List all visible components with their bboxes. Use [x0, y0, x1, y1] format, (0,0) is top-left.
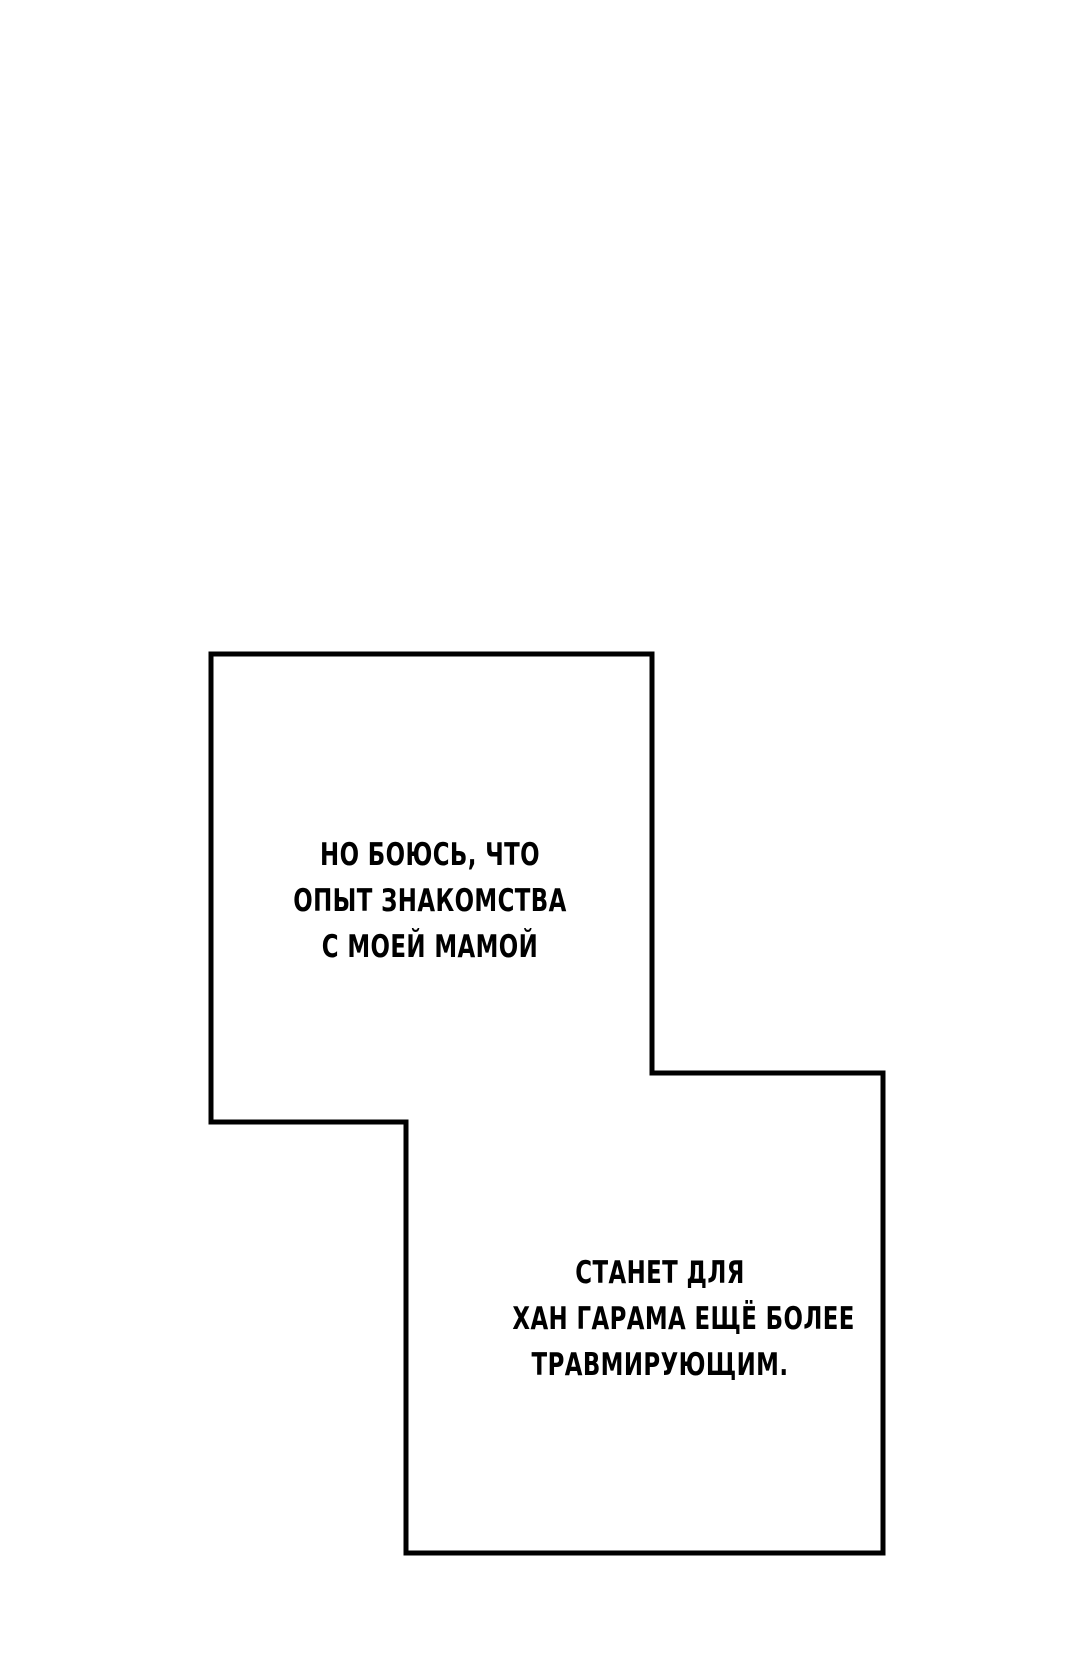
caption-line: ОПЫТ ЗНАКОМСТВА	[293, 883, 567, 919]
caption-text-lower: СТАНЕТ ДЛЯ ХАН ГАРАМА ЕЩЁ БОЛЕЕ ТРАВМИРУ…	[512, 1250, 855, 1388]
caption-text-upper: НО БОЮСЬ, ЧТО ОПЫТ ЗНАКОМСТВА С МОЕЙ МАМ…	[291, 832, 570, 970]
caption-line: ТРАВМИРУЮЩИМ.	[531, 1347, 789, 1383]
caption-line: С МОЕЙ МАМОЙ	[321, 929, 539, 965]
caption-line: СТАНЕТ ДЛЯ	[575, 1255, 745, 1291]
stepped-caption-border	[208, 651, 886, 1556]
caption-line: НО БОЮСЬ, ЧТО	[320, 837, 540, 873]
caption-line: ХАН ГАРАМА ЕЩЁ БОЛЕЕ	[512, 1301, 855, 1337]
